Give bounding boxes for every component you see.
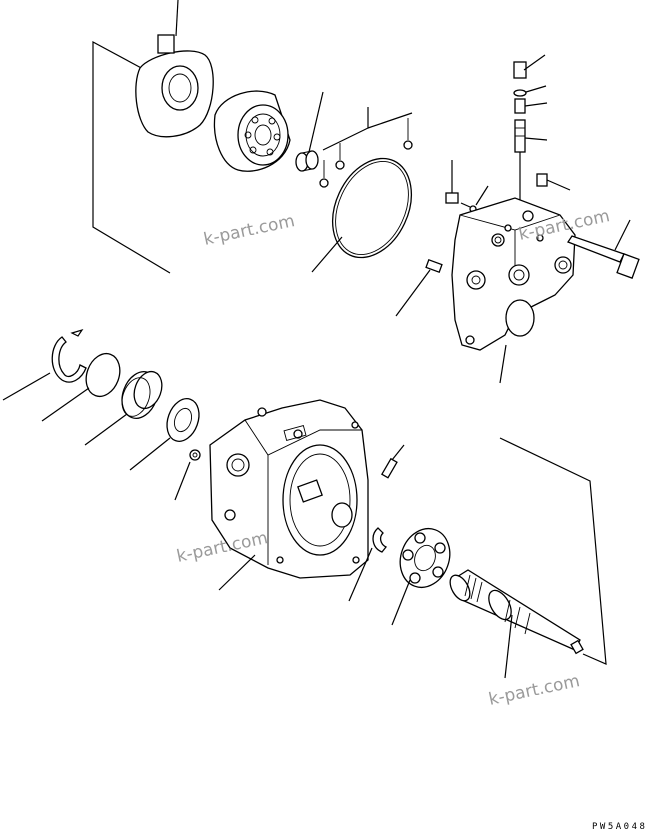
plug-screw bbox=[174, 449, 201, 501]
cylinder-block bbox=[213, 90, 291, 172]
watermark: k-part.com bbox=[487, 671, 582, 710]
roller-bearing bbox=[391, 527, 451, 626]
shaft-snap-ring bbox=[348, 527, 388, 602]
pin-and-plug bbox=[445, 160, 489, 213]
valve-stack bbox=[513, 54, 571, 210]
oil-seal bbox=[41, 352, 121, 422]
housing-pin bbox=[395, 259, 443, 317]
drawing-code: PW5A048 bbox=[592, 822, 647, 832]
ball-bearing bbox=[129, 398, 200, 471]
housing-bolt bbox=[567, 219, 640, 279]
drive-shaft bbox=[449, 437, 607, 679]
watermark: k-part.com bbox=[202, 211, 297, 250]
case-pin bbox=[381, 444, 405, 479]
needle-bearing bbox=[295, 91, 324, 172]
gasket-group bbox=[311, 107, 413, 273]
swash-plate-group bbox=[92, 0, 214, 274]
valve-housing bbox=[451, 197, 576, 384]
snap-ring bbox=[2, 328, 87, 401]
bearing-spacer bbox=[84, 370, 163, 446]
pump-case bbox=[209, 399, 369, 591]
